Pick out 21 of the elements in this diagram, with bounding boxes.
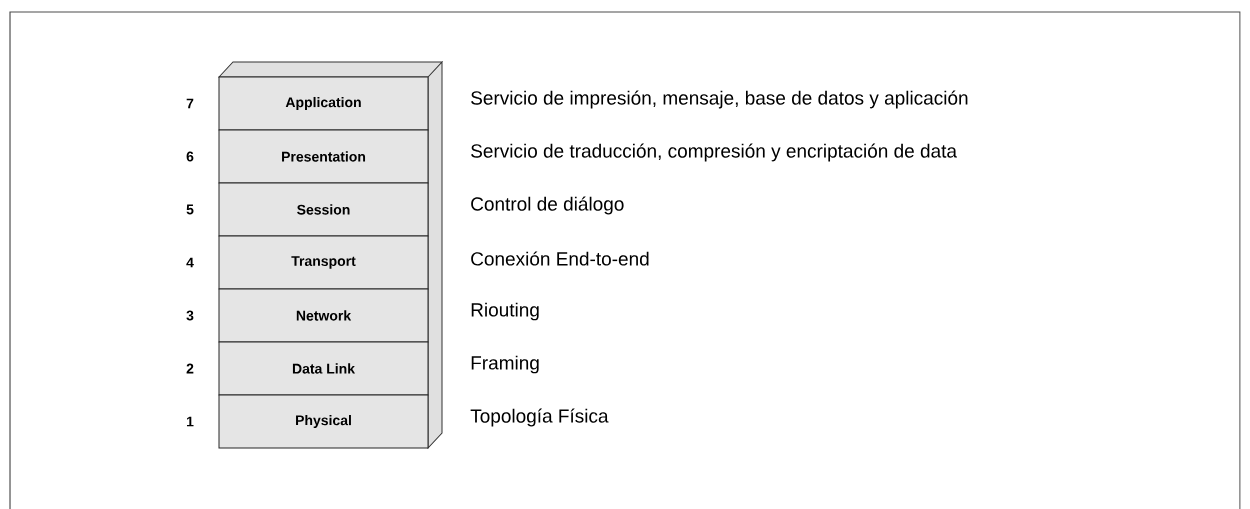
layer-box: Presentation [218, 129, 429, 184]
layer-box: Physical [218, 394, 429, 449]
layer-description: Control de diálogo [471, 196, 624, 215]
layer-description: Framing [471, 355, 539, 374]
layer-box: Transport [218, 235, 429, 290]
layer-description: Servicio de traducción, compresión y encriptación de data [471, 143, 957, 162]
layer-box: Application [218, 76, 429, 131]
layer-number: 6 [186, 151, 194, 162]
layer-description: Servicio de impresión, mensaje, base de datos y aplicación [471, 90, 968, 109]
layer-number: 5 [186, 204, 194, 215]
layer-number: 3 [186, 310, 194, 321]
layer-number: 4 [186, 257, 194, 268]
layer-number: 2 [186, 363, 194, 374]
layer-number: 7 [186, 98, 194, 109]
layer-box: Session [218, 182, 429, 237]
layer-box: Network [218, 288, 429, 343]
layer-description: Conexión End-to-end [471, 251, 649, 266]
layer-description: Topología Física [470, 408, 609, 427]
layer-number: 1 [187, 416, 194, 427]
layer-description: Riouting [471, 302, 539, 321]
layer-box: Data Link [218, 341, 429, 396]
